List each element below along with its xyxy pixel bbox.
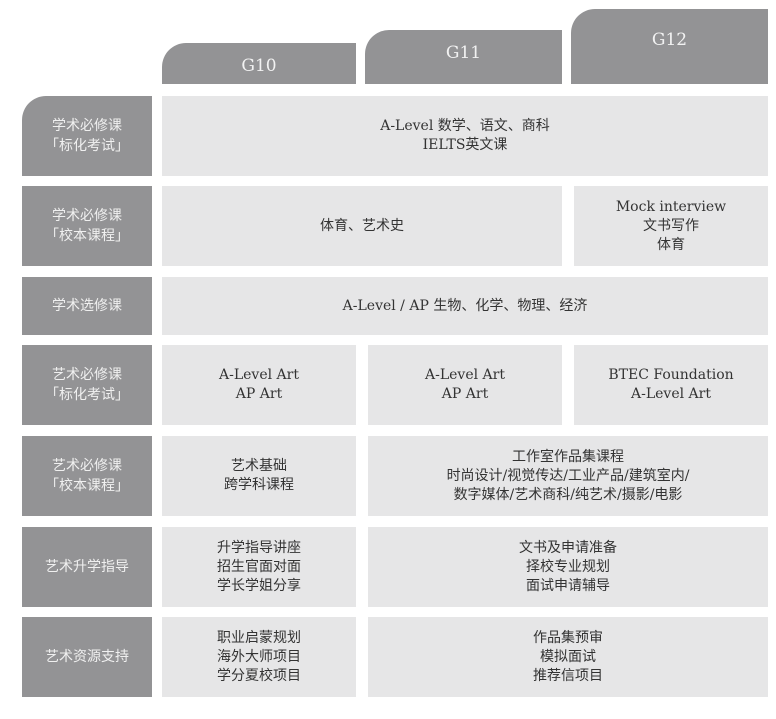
course-cell: 升学指导讲座招生官面对面学长学姐分享 <box>162 527 356 607</box>
course-cell: 艺术基础跨学科课程 <box>162 436 356 516</box>
course-cell: A-Level / AP 生物、化学、物理、经济 <box>162 277 768 335</box>
grade-label: G11 <box>445 43 482 63</box>
course-cell: A-Level 数学、语文、商科 IELTS英文课 <box>162 96 768 176</box>
course-line: 升学指导讲座 <box>217 539 301 556</box>
row-label-line: 艺术必修课 <box>52 367 122 383</box>
course-line: 文书写作 <box>643 217 699 234</box>
course-line: IELTS英文课 <box>422 137 508 153</box>
row-label-line: 「标化考试」 <box>45 387 129 403</box>
row-label-line: 「校本课程」 <box>45 478 129 494</box>
course-line: 学分夏校项目 <box>217 667 301 684</box>
course-line: 职业启蒙规划 <box>217 629 301 646</box>
course-cell: A-Level Art AP Art <box>368 345 562 425</box>
course-line: A-Level Art <box>425 367 505 383</box>
course-line: 跨学科课程 <box>224 477 294 493</box>
course-cell: 作品集预审模拟面试推荐信项目 <box>368 617 768 697</box>
course-line: A-Level / AP 生物、化学、物理、经济 <box>342 297 588 314</box>
course-line: 海外大师项目 <box>217 648 301 665</box>
grade-header-g11: G11 <box>365 30 562 84</box>
course-line: 体育 <box>657 236 685 253</box>
course-cell: 职业启蒙规划海外大师项目学分夏校项目 <box>162 617 356 697</box>
course-line: 工作室作品集课程 <box>512 448 624 465</box>
row-label-line: 「标化考试」 <box>45 138 129 154</box>
course-line: 艺术基础 <box>231 458 287 474</box>
course-line: 招生官面对面 <box>217 558 301 575</box>
course-line: BTEC Foundation <box>608 367 734 383</box>
course-line: 推荐信项目 <box>533 667 603 684</box>
course-line: A-Level Art <box>219 367 299 383</box>
grade-label: G12 <box>651 29 688 50</box>
grade-header-g10: G10 <box>162 43 356 84</box>
course-line: 择校专业规划 <box>526 558 610 575</box>
row-label-line: 艺术资源支持 <box>45 649 129 665</box>
course-cell: A-Level Art AP Art <box>162 345 356 425</box>
course-line: 模拟面试 <box>540 648 596 665</box>
row-label: 学术必修课「标化考试」 <box>22 96 152 176</box>
row-label-line: 艺术必修课 <box>52 458 122 474</box>
course-line: AP Art <box>441 386 489 402</box>
row-label-line: 「校本课程」 <box>45 228 129 244</box>
course-line: 时尚设计/视觉传达/工业产品/建筑室内/ <box>446 467 690 484</box>
course-cell: 文书及申请准备择校专业规划面试申请辅导 <box>368 527 768 607</box>
row-label-line: 学术必修课 <box>52 118 122 134</box>
row-label: 学术必修课「校本课程」 <box>22 186 152 266</box>
row-label: 艺术必修课「校本课程」 <box>22 436 152 516</box>
row-label: 艺术资源支持 <box>22 617 152 697</box>
row-label: 学术选修课 <box>22 277 152 335</box>
course-cell: Mock interview 文书写作体育 <box>574 186 768 266</box>
row-label-line: 学术必修课 <box>52 208 122 224</box>
course-line: AP Art <box>235 386 283 402</box>
row-label: 艺术必修课「标化考试」 <box>22 345 152 425</box>
course-line: 作品集预审 <box>533 629 603 646</box>
course-cell: 体育、艺术史 <box>162 186 562 266</box>
row-label-line: 学术选修课 <box>52 298 122 314</box>
course-line: A-Level 数学、语文、商科 <box>380 118 550 134</box>
course-line: A-Level Art <box>631 386 711 402</box>
course-cell: 工作室作品集课程时尚设计/视觉传达/工业产品/建筑室内/数字媒体/艺术商科/纯艺… <box>368 436 768 516</box>
course-line: 数字媒体/艺术商科/纯艺术/摄影/电影 <box>453 486 683 503</box>
grade-label: G10 <box>241 55 277 76</box>
row-label: 艺术升学指导 <box>22 527 152 607</box>
course-line: 文书及申请准备 <box>519 539 617 556</box>
course-line: 体育、艺术史 <box>320 217 404 234</box>
row-label-line: 艺术升学指导 <box>45 559 129 575</box>
grade-header-g12: G12 <box>571 9 768 84</box>
course-line: 学长学姐分享 <box>217 577 301 594</box>
course-line: Mock interview <box>615 198 727 215</box>
course-line: 面试申请辅导 <box>526 577 610 594</box>
